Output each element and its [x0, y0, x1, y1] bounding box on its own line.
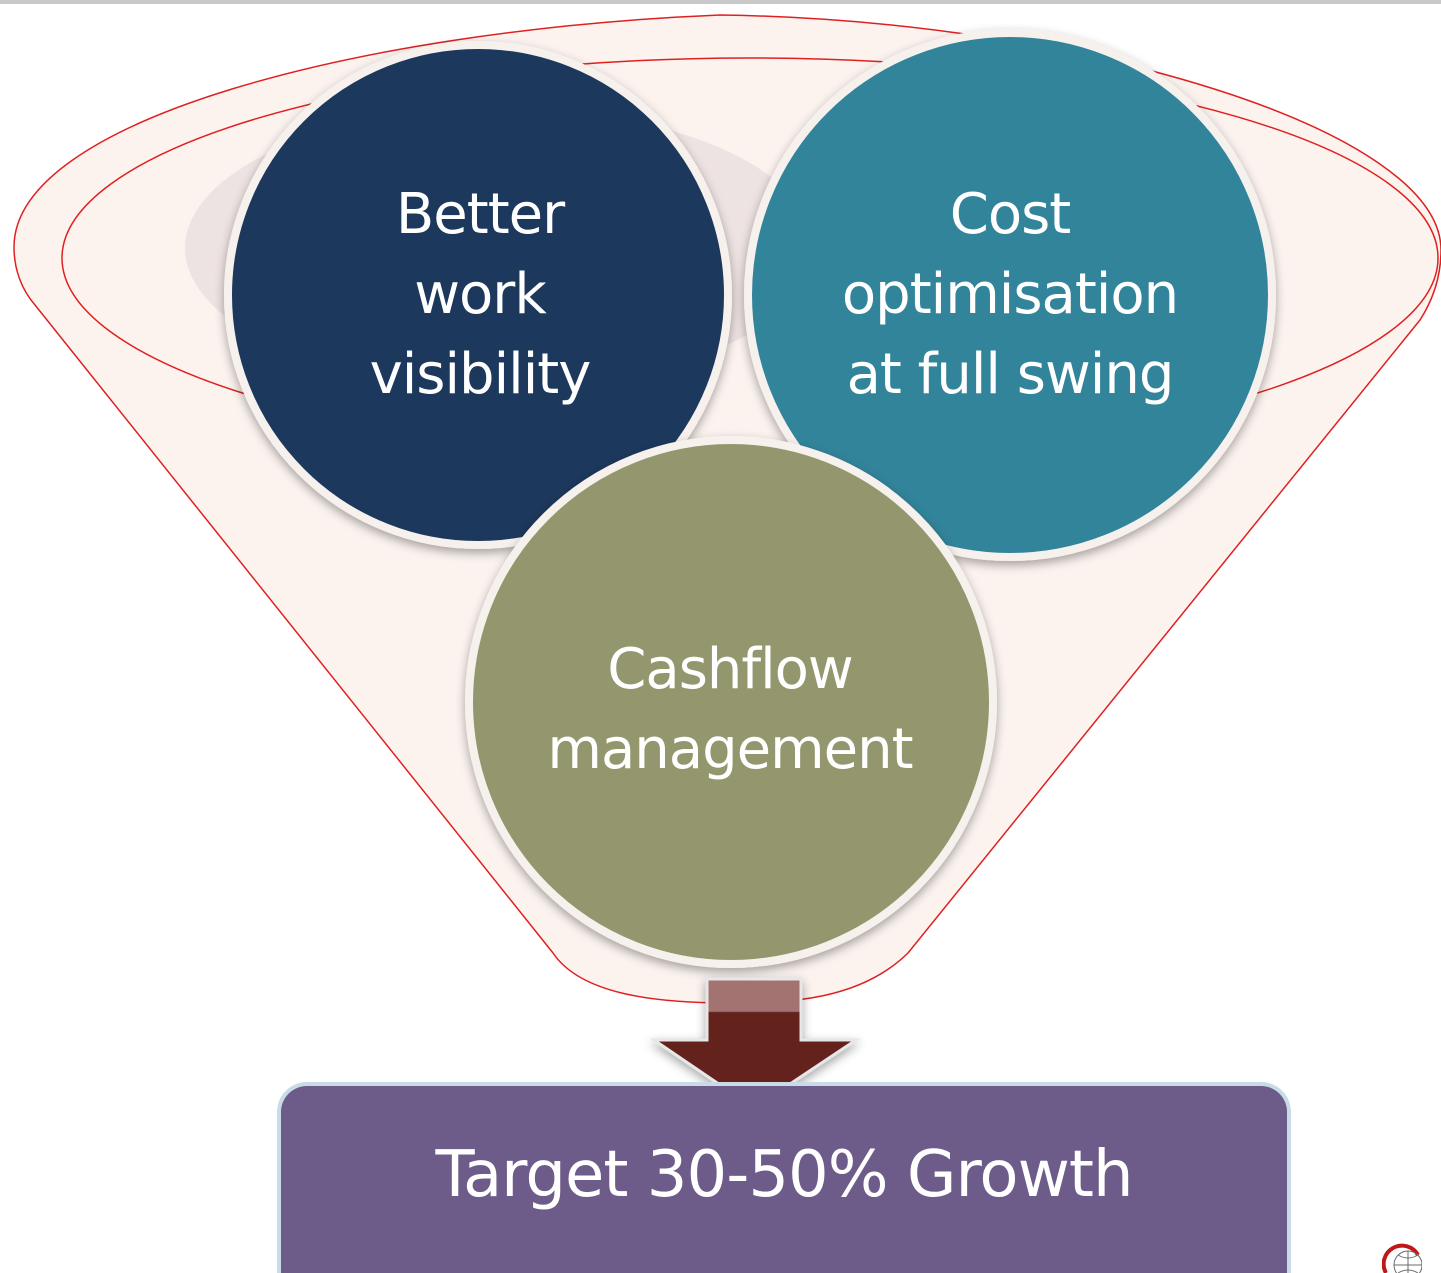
- circle-cost: [744, 29, 1276, 561]
- circle-label-cashflow: Cashflow management: [547, 637, 913, 782]
- globe-logo-icon: [1381, 1243, 1423, 1273]
- target-growth-label: Target 30-50% Growth: [435, 1137, 1133, 1212]
- circle-visibility: [224, 41, 732, 549]
- circle-label-cost: Cost optimisation at full swing: [841, 182, 1179, 407]
- circle-cashflow: [465, 436, 997, 968]
- top-border: [0, 0, 1441, 4]
- target-growth-box: Target 30-50% Growth: [281, 1086, 1287, 1273]
- circle-label-visibility: Better work visibility: [369, 182, 592, 407]
- down-arrow: [649, 977, 861, 1110]
